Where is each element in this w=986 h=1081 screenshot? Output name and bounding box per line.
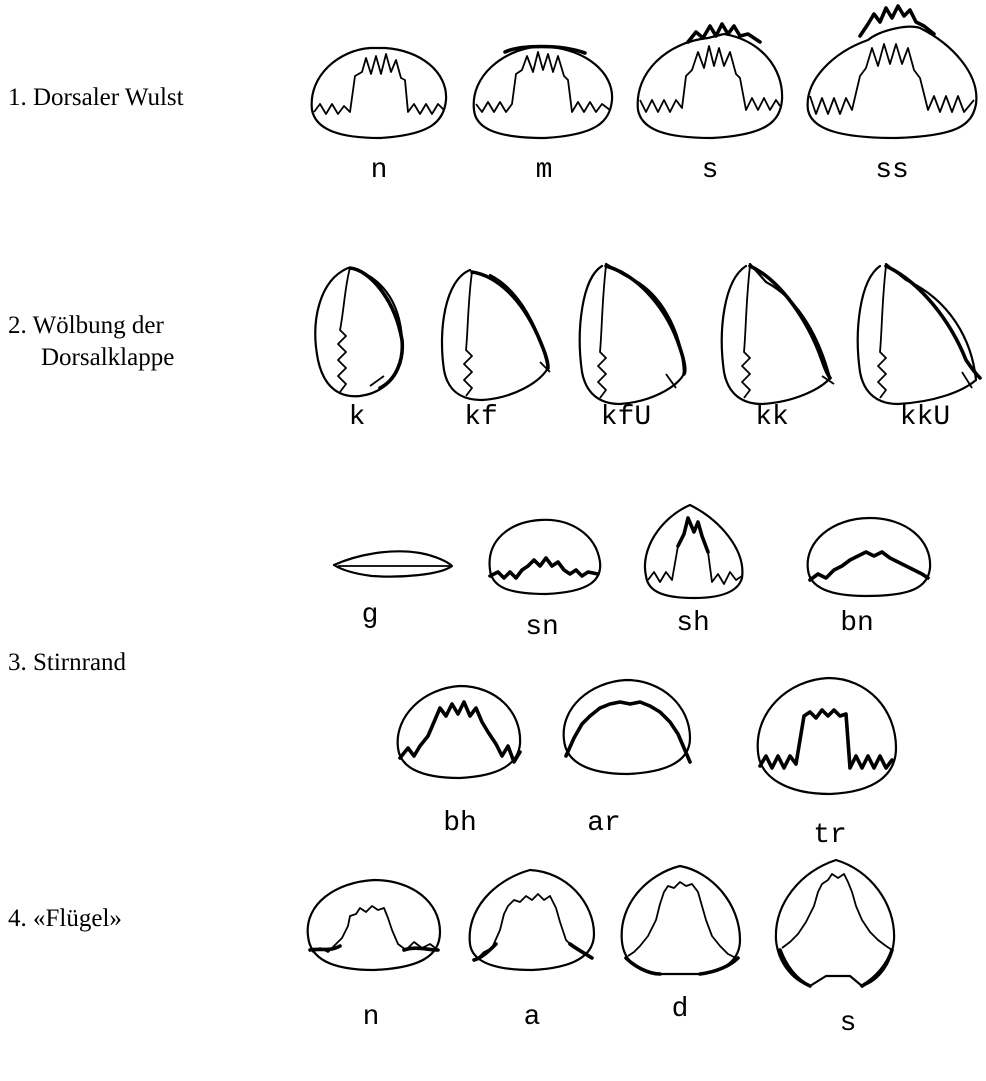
- woelbung-code-kk: kk: [755, 402, 789, 433]
- stirnrand-code-g: g: [362, 600, 379, 631]
- stirnrand-tr-drawing: [758, 678, 896, 794]
- wulst-s-drawing: [638, 24, 782, 138]
- stirnrand-code-bh: bh: [443, 808, 477, 839]
- fluegel-code-s: s: [840, 1008, 857, 1039]
- woelbung-kk-drawing: [722, 264, 834, 404]
- wulst-code-s: s: [702, 155, 719, 186]
- stirnrand-code-ar: ar: [587, 808, 621, 839]
- stirnrand-sn-drawing: [490, 520, 601, 594]
- stirnrand-ar-drawing: [564, 680, 690, 774]
- woelbung-kf-drawing: [442, 270, 550, 400]
- woelbung-code-kf: kf: [464, 402, 498, 433]
- fluegel-a-drawing: [470, 870, 594, 970]
- stirnrand-bh-drawing: [398, 686, 520, 778]
- wulst-m-drawing: [474, 47, 612, 139]
- stirnrand-code-tr: tr: [813, 820, 847, 851]
- fluegel-code-a: a: [524, 1002, 541, 1033]
- fluegel-code-n: n: [363, 1002, 380, 1033]
- woelbung-kku-drawing: [858, 264, 980, 404]
- stirnrand-bn-drawing: [808, 518, 930, 596]
- stirnrand-sh-drawing: [645, 505, 742, 598]
- stirnrand-code-bn: bn: [840, 608, 874, 639]
- wulst-code-n: n: [371, 155, 388, 186]
- wulst-n-drawing: [312, 48, 446, 138]
- fluegel-s-drawing: [776, 860, 894, 986]
- stirnrand-g-drawing: [334, 551, 452, 576]
- stirnrand-code-sn: sn: [525, 612, 559, 643]
- woelbung-code-kfu: kfU: [601, 402, 651, 433]
- woelbung-kfu-drawing: [580, 264, 685, 404]
- wulst-ss-drawing: [808, 6, 977, 138]
- fluegel-d-drawing: [622, 866, 740, 974]
- woelbung-code-k: k: [349, 402, 366, 433]
- woelbung-code-kku: kkU: [900, 402, 950, 433]
- wulst-code-ss: ss: [875, 155, 909, 186]
- fluegel-n-drawing: [308, 880, 440, 970]
- wulst-code-m: m: [536, 155, 553, 186]
- stirnrand-code-sh: sh: [676, 608, 710, 639]
- fluegel-code-d: d: [672, 994, 689, 1025]
- woelbung-k-drawing: [315, 268, 402, 396]
